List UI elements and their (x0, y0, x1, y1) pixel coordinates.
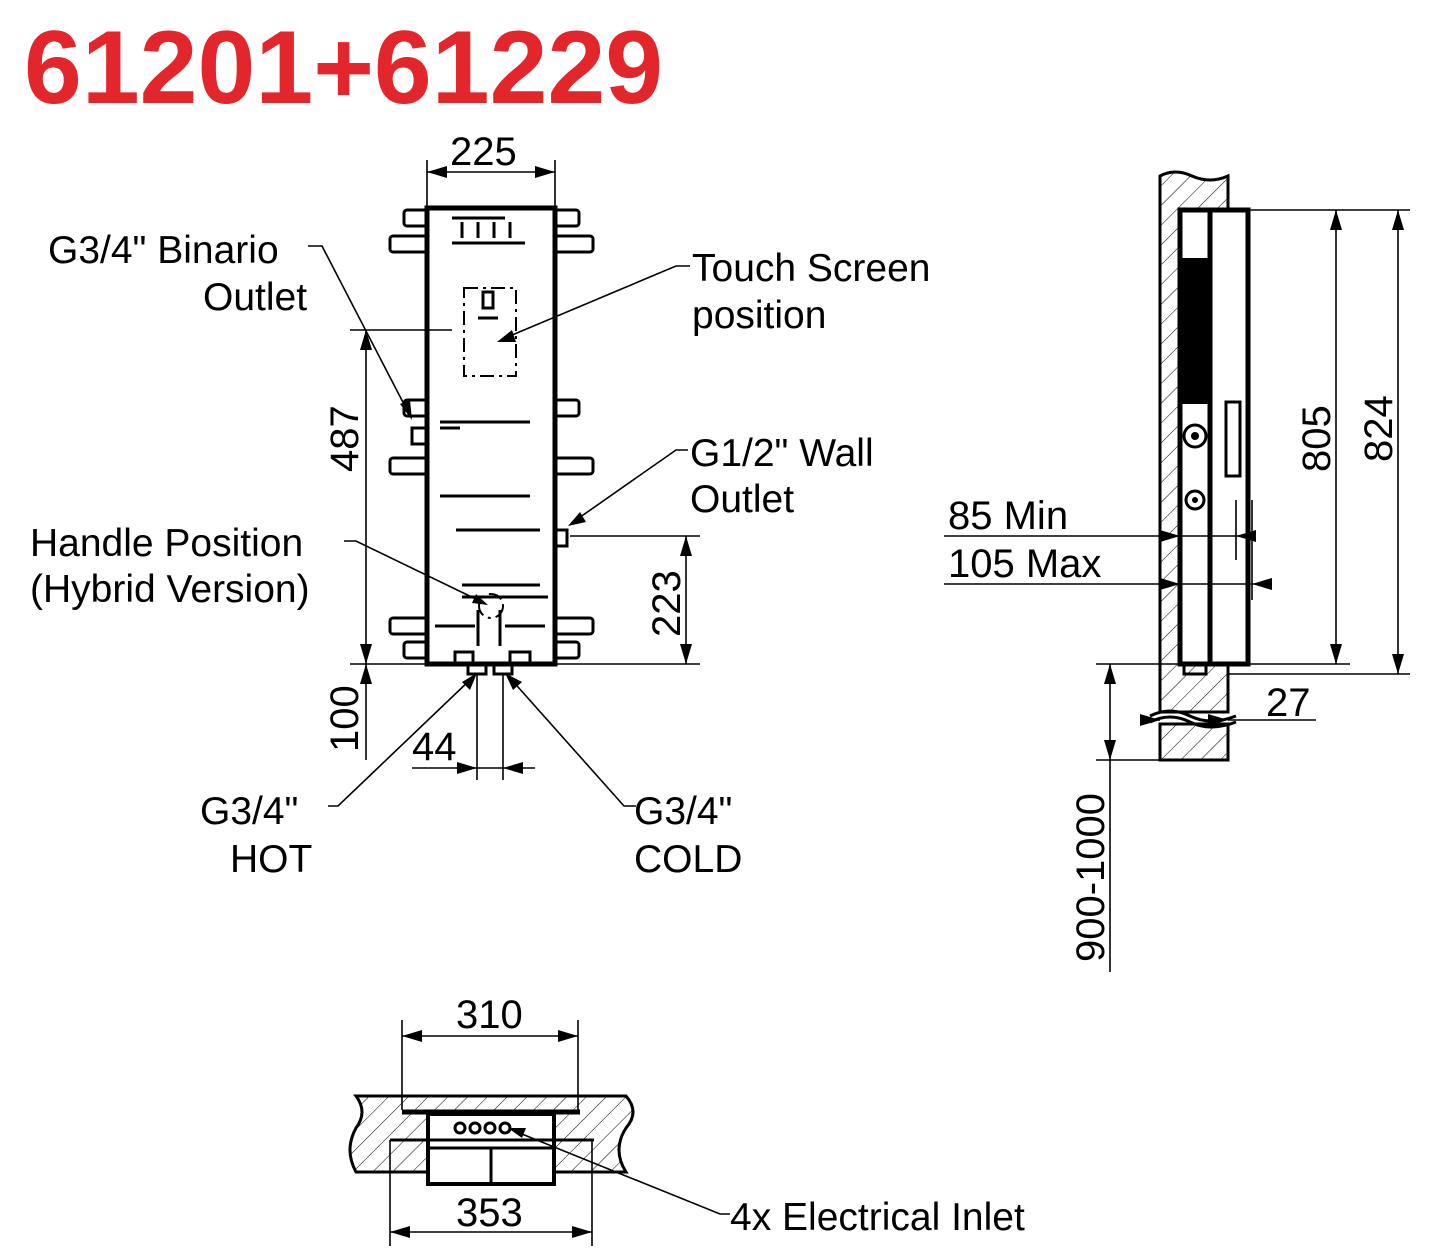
top-inner-width-dimension (401, 1020, 579, 1110)
wall-outlet-label-line1: G1/2" Wall (690, 432, 874, 475)
wall-outlet-label-line2: Outlet (690, 478, 794, 521)
bottom-offset-value: 100 (323, 685, 367, 752)
cold-label-line1: G3/4" (634, 790, 732, 833)
hot-label-line2: HOT (230, 838, 312, 881)
floor-height-value: 900-1000 (1069, 793, 1113, 962)
side-knob-lower (1184, 489, 1206, 511)
side-view: 805 824 85 Min 105 Max 27 (944, 170, 1410, 972)
height-inner-value: 805 (1295, 405, 1339, 472)
front-offset-value: 27 (1266, 681, 1311, 725)
binario-outlet-label-line2: Outlet (203, 276, 307, 319)
inlet-spacing-value: 44 (412, 725, 457, 769)
handle-position-label-line2: (Hybrid Version) (30, 568, 310, 611)
internal-pipes (410, 420, 569, 666)
height-dimensions (1228, 209, 1410, 675)
depth-dimensions (944, 500, 1272, 600)
wall-lower-section (1158, 722, 1230, 762)
cold-label-line2: COLD (634, 838, 742, 881)
top-outlets (452, 216, 525, 245)
top-outer-width-dimension (389, 1140, 593, 1246)
side-screen (1224, 400, 1242, 478)
bottom-offset-dimension (360, 664, 372, 760)
mounting-brackets-right (553, 208, 595, 660)
touch-screen-area (463, 287, 517, 377)
leader-lines (308, 245, 690, 807)
front-offset-dimension (1140, 714, 1316, 726)
top-view: 310 353 4x Electrical Inlet (348, 993, 1025, 1246)
top-inner-width-value: 310 (456, 993, 523, 1037)
floor-height-dimension (1096, 663, 1180, 972)
hot-label-line1: G3/4" (200, 790, 298, 833)
top-outer-width-value: 353 (456, 1191, 523, 1235)
electrical-inlets (453, 1121, 512, 1135)
model-title: 61201+61229 (24, 10, 663, 126)
wall-outlet-height-dimension (570, 535, 700, 664)
electrical-inlet-label: 4x Electrical Inlet (730, 1196, 1025, 1239)
binario-height-value: 487 (323, 405, 367, 472)
handle-position-circle (478, 593, 504, 619)
wall-outlet-height-value: 223 (645, 570, 689, 637)
side-body-front (1207, 207, 1251, 667)
handle-position-label-line1: Handle Position (30, 522, 303, 565)
binario-height-dimension (350, 329, 700, 665)
side-grille (1182, 258, 1208, 404)
binario-outlet-label-line1: G3/4" Binario (48, 229, 279, 272)
height-outer-value: 824 (1357, 395, 1401, 462)
depth-max-value: 105 Max (948, 542, 1101, 586)
front-view: 225 487 223 100 (30, 130, 930, 881)
mounting-brackets-left (388, 208, 430, 660)
depth-min-value: 85 Min (948, 494, 1068, 538)
touch-screen-label-line2: position (692, 294, 826, 337)
wall-section (1158, 170, 1230, 714)
inlet-spacing-dimension (412, 674, 535, 780)
width-dimension-value: 225 (450, 130, 517, 174)
touch-screen-label-line1: Touch Screen (692, 247, 930, 290)
width-dimension (426, 160, 556, 206)
side-knob-upper (1182, 423, 1208, 449)
